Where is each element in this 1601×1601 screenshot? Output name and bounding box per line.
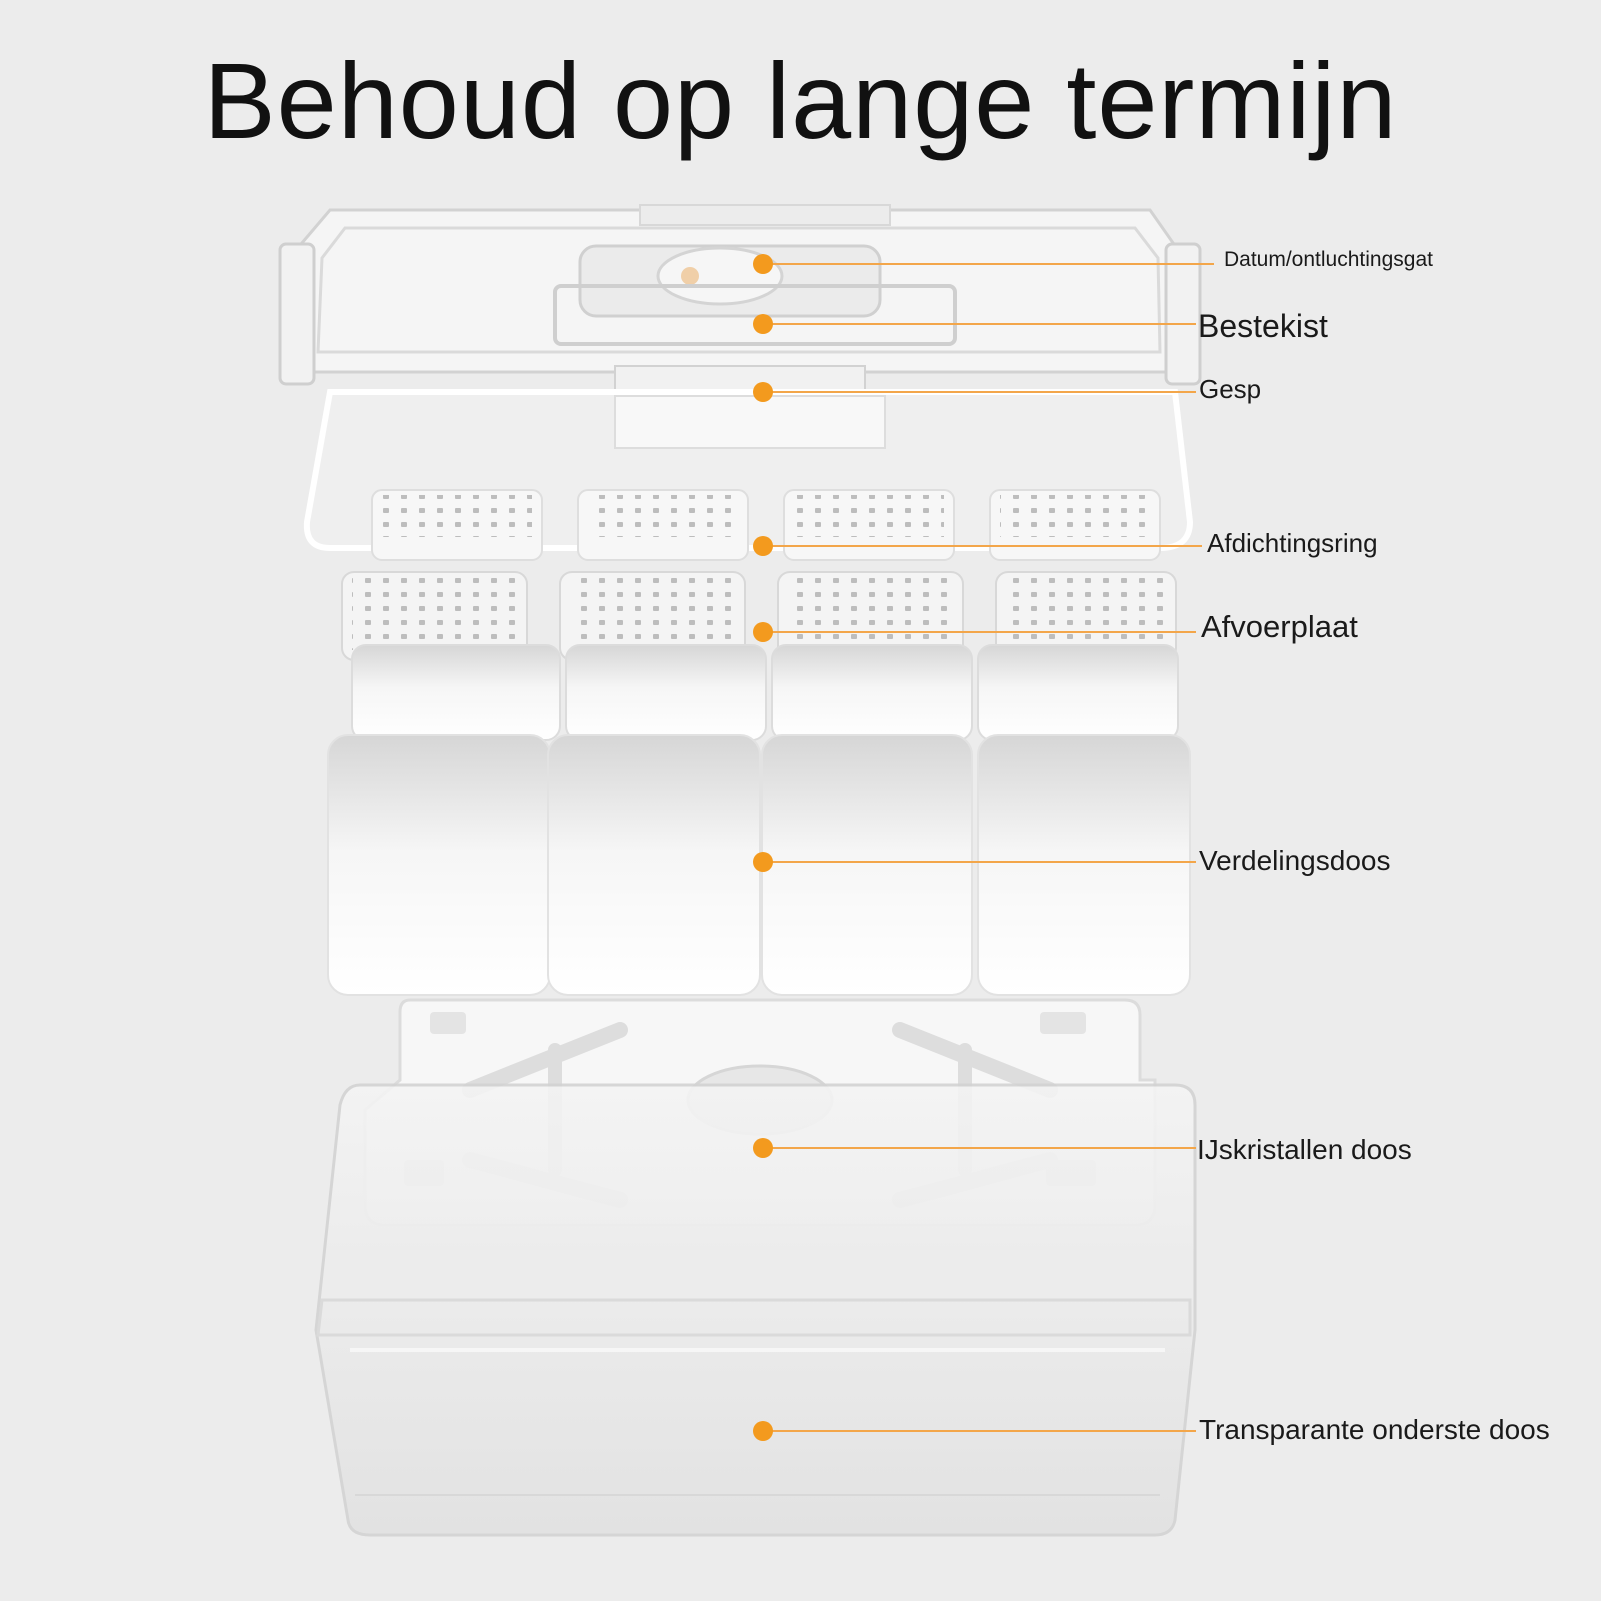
callout-dot-buckle: [753, 382, 773, 402]
transparent-bottom-box: [314, 1083, 1197, 1537]
callout-dots: [753, 254, 773, 1441]
callout-dot-drain-plate: [753, 622, 773, 642]
label-cutlery-box: Bestekist: [1198, 308, 1328, 344]
lid: [278, 204, 1202, 391]
drain-plates-back: [371, 489, 1161, 561]
callout-dot-ice-tray: [753, 1138, 773, 1158]
callout-lines: [763, 263, 1214, 1432]
label-drain-plate: Afvoerplaat: [1201, 609, 1358, 644]
callout-dot-cutlery-box: [753, 314, 773, 334]
label-vent: Datum/ontluchtingsgat: [1224, 248, 1433, 271]
callout-dot-sealing-ring: [753, 536, 773, 556]
divider-bins-back: [351, 644, 1179, 741]
label-sealing-ring: Afdichtingsring: [1207, 528, 1378, 558]
label-divider-box: Verdelingsdoos: [1199, 845, 1391, 876]
callout-dot-bottom-box: [753, 1421, 773, 1441]
drain-plates-front: [341, 571, 1177, 661]
callout-dot-divider-box: [753, 852, 773, 872]
label-ice-crystal-box: IJskristallen doos: [1197, 1134, 1412, 1165]
label-buckle: Gesp: [1199, 374, 1262, 404]
label-transparent-bottom-box: Transparante onderste doos: [1199, 1414, 1550, 1445]
callout-dot-vent: [753, 254, 773, 274]
divider-bins-front: [327, 734, 1191, 996]
page-title: Behoud op lange termijn: [203, 40, 1398, 161]
